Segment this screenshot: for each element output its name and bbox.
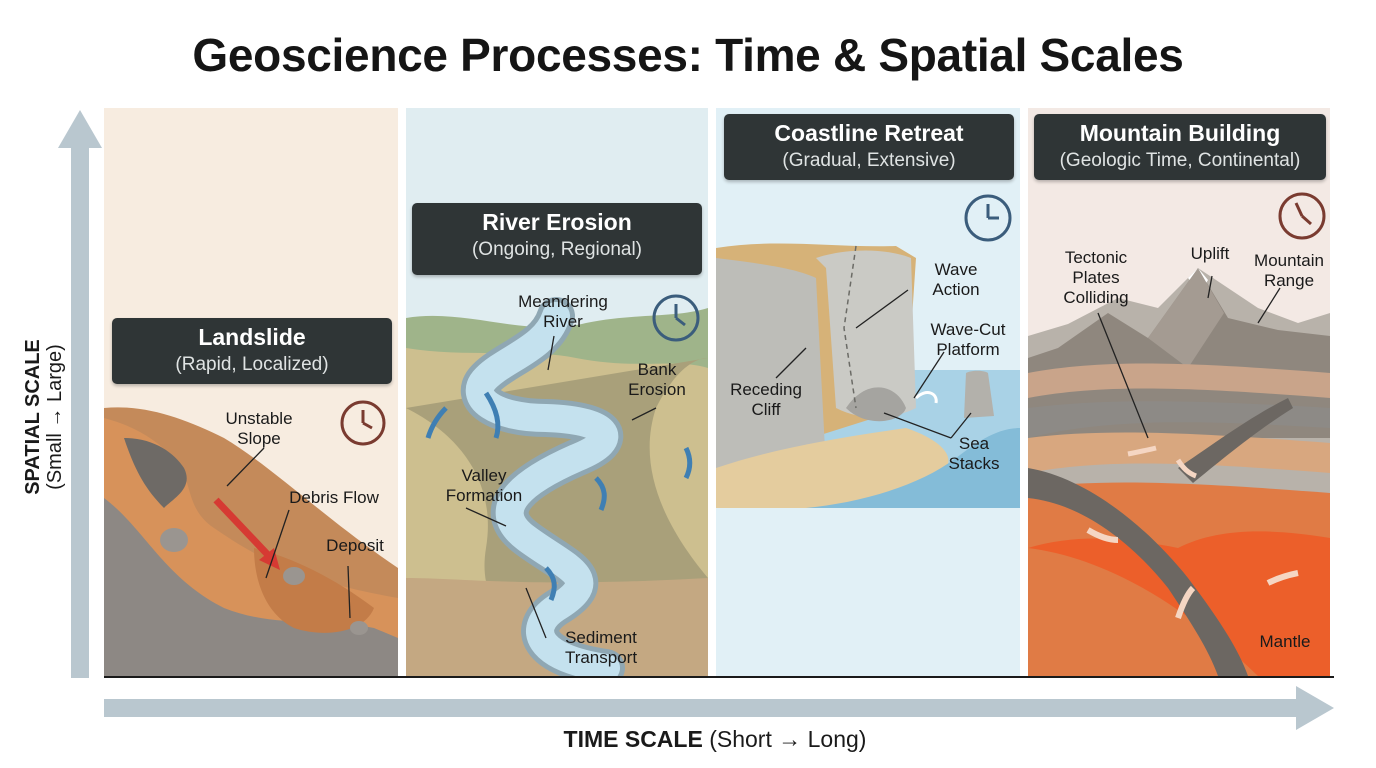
page-title: Geoscience Processes: Time & Spatial Sca…	[192, 29, 1184, 81]
panel-coastline-retreat: Coastline Retreat (Gradual, Extensive) W…	[716, 108, 1020, 676]
y-axis-label-rest: (Small → Large)	[44, 344, 66, 490]
x-axis-label-rest: (Short → Long)	[709, 726, 867, 752]
x-axis-arrow-shaft	[104, 699, 1300, 717]
clock-icon	[340, 400, 386, 446]
coastline-retreat-title: Coastline Retreat	[774, 120, 964, 146]
coastline-retreat-subtitle: (Gradual, Extensive)	[782, 150, 956, 171]
annotation-mantle: Mantle	[1259, 632, 1311, 651]
panel-mountain-building: Mountain Building (Geologic Time, Contin…	[1028, 108, 1330, 676]
clock-icon	[964, 194, 1012, 242]
clock-icon	[652, 294, 700, 342]
annotation-unstable-slope: Unstable Slope	[225, 409, 293, 448]
x-axis-label-bold: TIME SCALE	[563, 726, 703, 752]
clock-icon	[1278, 192, 1326, 240]
coastline-illustration	[716, 243, 1020, 508]
river-erosion-title: River Erosion	[482, 209, 632, 235]
landslide-title: Landslide	[198, 324, 306, 350]
landslide-illustration	[104, 407, 398, 676]
annotation-wave-action: Wave Action	[932, 260, 980, 299]
annotation-valley-formation: Valley Formation	[445, 466, 523, 505]
y-axis-arrow-head	[58, 110, 102, 148]
river-illustration	[406, 297, 708, 676]
mountain-building-title: Mountain Building	[1079, 120, 1281, 146]
panel-river-erosion: River Erosion (Ongoing, Regional) Meande…	[406, 108, 708, 676]
annotation-sea-stacks: Sea Stacks	[948, 434, 1000, 473]
annotation-debris-flow: Debris Flow	[289, 488, 379, 507]
annotation-bank-erosion: Bank Erosion	[628, 360, 686, 399]
annotation-meandering-river: Meandering River	[518, 292, 608, 331]
mountain-building-subtitle: (Geologic Time, Continental)	[1059, 150, 1301, 171]
landslide-subtitle: (Rapid, Localized)	[175, 354, 329, 375]
annotation-tectonic-plates-colliding: Tectonic Plates Colliding	[1063, 248, 1129, 307]
x-axis-arrow-head	[1296, 686, 1334, 730]
panel-landslide: Landslide (Rapid, Localized) Unstable Sl…	[104, 108, 398, 676]
mountain-building-label-box: Mountain Building (Geologic Time, Contin…	[1034, 114, 1326, 180]
annotation-sediment-transport: Sediment Transport	[564, 628, 638, 667]
coastline-retreat-label-box: Coastline Retreat (Gradual, Extensive)	[724, 114, 1014, 180]
mountain-illustration	[1028, 268, 1330, 676]
annotation-mountain-range: Mountain Range	[1254, 251, 1324, 290]
annotation-receding-cliff: Receding Cliff	[730, 380, 802, 419]
y-axis-arrow-shaft	[71, 146, 89, 678]
river-erosion-label-box: River Erosion (Ongoing, Regional)	[412, 203, 702, 275]
annotation-wave-cut-platform: Wave-Cut Platform	[930, 320, 1006, 359]
landslide-label-box: Landslide (Rapid, Localized)	[112, 318, 392, 384]
annotation-deposit: Deposit	[326, 536, 384, 555]
x-axis-label: TIME SCALE (Short → Long)	[0, 726, 1376, 753]
y-axis-label: SPATIAL SCALE (Small → Large)	[22, 267, 66, 567]
river-erosion-subtitle: (Ongoing, Regional)	[471, 239, 643, 260]
annotation-uplift: Uplift	[1190, 244, 1230, 263]
y-axis-label-bold: SPATIAL SCALE	[22, 339, 44, 495]
